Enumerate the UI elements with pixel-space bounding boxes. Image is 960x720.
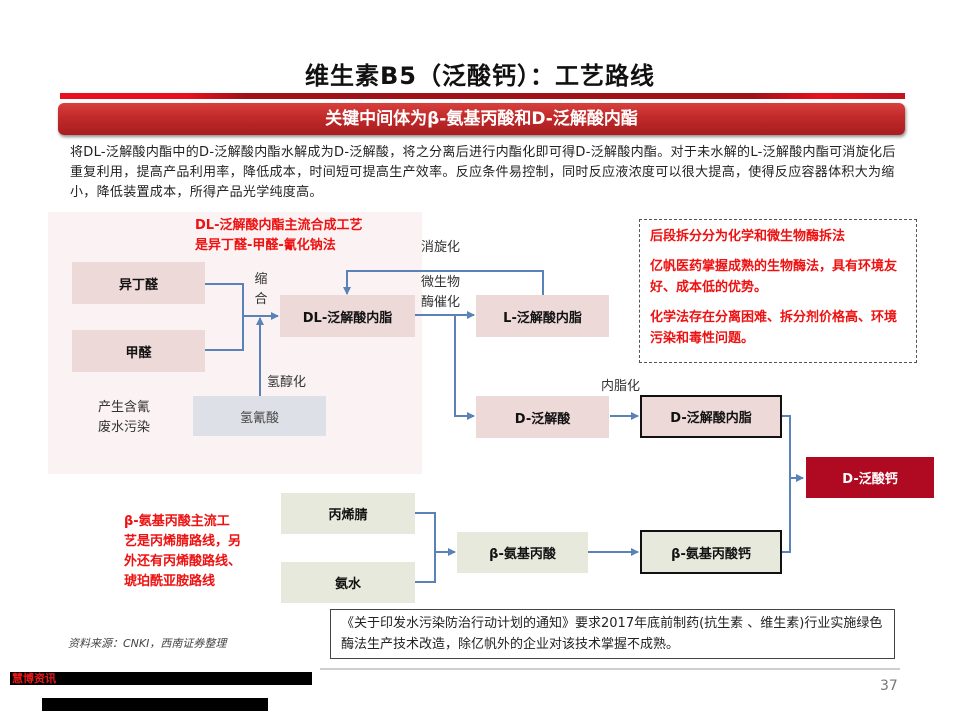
node-beta-alanine-calcium: β-氨基丙酸钙 <box>640 530 782 574</box>
beta-route-note-line4: 琥珀酰亚胺路线 <box>124 574 216 589</box>
node-dl-pantolactone: DL-泛解酸内脂 <box>280 295 415 337</box>
node-ammonia-water: 氨水 <box>281 562 415 603</box>
title-divider <box>60 93 905 99</box>
redaction-bar <box>42 698 268 711</box>
key-intermediate-banner: 关键中间体为β-氨基丙酸和D-泛解酸内酯 <box>58 103 905 135</box>
footer-divider <box>320 668 900 670</box>
node-l-pantolactone: L-泛解酸内脂 <box>476 295 609 337</box>
beta-route-note-line2: 艺是丙烯腈路线，另 <box>124 534 242 549</box>
redaction-bar <box>10 672 312 685</box>
beta-route-note-line3: 外还有丙烯酸路线、 <box>124 554 242 569</box>
node-d-calcium-pantothenate: D-泛酸钙 <box>806 457 934 498</box>
beta-route-note: β-氨基丙酸主流工 艺是丙烯腈路线，另 外还有丙烯酸路线、 琥珀酰亚胺路线 <box>124 512 241 592</box>
pollution-note: 产生含氰 废水污染 <box>98 398 150 438</box>
node-d-pantolactone: D-泛解酸内脂 <box>640 395 782 438</box>
cyanohydrin-label: 氢醇化 <box>267 375 307 390</box>
page-title: 维生素B5（泛酸钙）：工艺路线 <box>305 62 655 90</box>
pollution-note-line1: 产生含氰 <box>98 400 151 415</box>
node-hydrocyanic-acid: 氢氰酸 <box>193 396 326 436</box>
node-formaldehyde: 甲醛 <box>72 330 205 372</box>
policy-notice: 《关于印发水污染防治行动计划的通知》要求2017年底前制药(抗生素 、维生素)行… <box>330 609 895 659</box>
condensation-label-1: 缩 <box>254 272 268 287</box>
page-number: 37 <box>880 678 898 694</box>
pollution-note-line2: 废水污染 <box>98 420 151 435</box>
beta-route-note-line1: β-氨基丙酸主流工 <box>124 514 230 529</box>
dl-route-note-line2: 是异丁醛-甲醛-氰化钠法 <box>195 238 336 253</box>
condensation-label: 缩 合 <box>253 270 269 310</box>
condensation-label-2: 合 <box>254 292 268 307</box>
resolution-callout: 后段拆分分为化学和微生物酶拆法 亿帆医药掌握成熟的生物酶法，具有环境友好、成本低… <box>639 219 917 363</box>
dl-route-note: DL-泛解酸内酯主流合成工艺 是异丁醛-甲醛-氰化钠法 <box>195 216 362 256</box>
watermark-label: 慧博资讯 <box>12 672 56 685</box>
callout-line3: 化学法存在分离困难、拆分剂价格高、环境污染和毒性问题。 <box>650 310 898 346</box>
racemization-label: 消旋化 <box>421 240 461 255</box>
node-isobutyraldehyde: 异丁醛 <box>72 262 205 304</box>
node-beta-alanine: β-氨基丙酸 <box>457 532 588 573</box>
node-d-pantoic-acid: D-泛解酸 <box>476 396 609 438</box>
intro-paragraph: 将DL-泛解酸内酯中的D-泛解酸内酯水解成为D-泛解酸，将之分离后进行内酯化即可… <box>70 145 896 200</box>
callout-line1: 后段拆分分为化学和微生物酶拆法 <box>650 229 846 244</box>
enzyme-label-1: 微生物 <box>421 275 461 290</box>
enzyme-label-2: 酶催化 <box>421 295 461 310</box>
lactonization-label: 内脂化 <box>601 379 641 394</box>
enzyme-catalysis-label: 微生物 酶催化 <box>421 273 460 313</box>
node-acrylonitrile: 丙烯腈 <box>281 493 415 534</box>
callout-line2: 亿帆医药掌握成熟的生物酶法，具有环境友好、成本低的优势。 <box>650 259 898 295</box>
data-source: 资料来源：CNKI，西南证券整理 <box>68 637 227 650</box>
dl-route-note-line1: DL-泛解酸内酯主流合成工艺 <box>195 218 363 233</box>
